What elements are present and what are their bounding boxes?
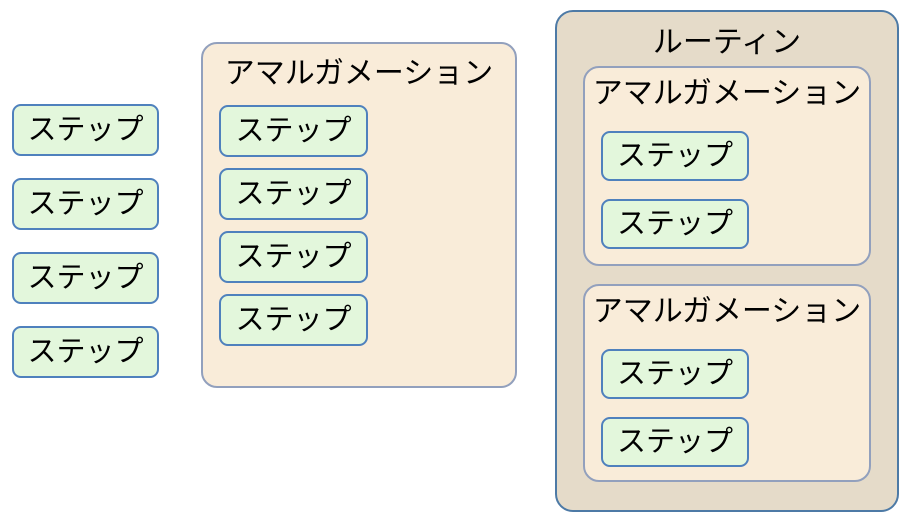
routine-amalgamation-1: アマルガメーション ステップ ステップ (583, 66, 871, 266)
step-box: ステップ (219, 168, 368, 220)
step-label: ステップ (27, 187, 144, 220)
step-label: ステップ (616, 357, 733, 390)
amalgamation-title: アマルガメーション (592, 295, 862, 328)
step-label: ステップ (616, 425, 733, 458)
step-label: ステップ (27, 261, 144, 294)
step-box: ステップ (601, 199, 749, 249)
amalgamation-title: アマルガメーション (592, 77, 862, 110)
step-box: ステップ (601, 349, 749, 399)
step-label: ステップ (616, 207, 733, 240)
step-label: ステップ (235, 114, 352, 147)
step-box: ステップ (12, 104, 159, 156)
step-box: ステップ (12, 326, 159, 378)
routine-title: ルーティン (652, 26, 802, 59)
step-box: ステップ (12, 252, 159, 304)
amalgamation-container: アマルガメーション ステップ ステップ ステップ ステップ (201, 42, 517, 388)
step-label: ステップ (27, 335, 144, 368)
step-label: ステップ (235, 177, 352, 210)
step-label: ステップ (235, 303, 352, 336)
step-box: ステップ (601, 131, 749, 181)
standalone-steps-column: ステップ ステップ ステップ ステップ (12, 104, 159, 378)
amalgamation-steps: ステップ ステップ ステップ ステップ (219, 105, 515, 346)
step-label: ステップ (235, 240, 352, 273)
step-label: ステップ (27, 113, 144, 146)
routine-container: ルーティン アマルガメーション ステップ ステップ アマルガメーション ステップ… (555, 10, 899, 512)
amalgamation-steps: ステップ ステップ (601, 349, 869, 467)
step-label: ステップ (616, 139, 733, 172)
step-box: ステップ (219, 294, 368, 346)
step-box: ステップ (601, 417, 749, 467)
routine-amalgamation-2: アマルガメーション ステップ ステップ (583, 284, 871, 482)
step-box: ステップ (219, 105, 368, 157)
amalgamation-title: アマルガメーション (224, 57, 494, 90)
step-box: ステップ (219, 231, 368, 283)
amalgamation-steps: ステップ ステップ (601, 131, 869, 249)
step-box: ステップ (12, 178, 159, 230)
